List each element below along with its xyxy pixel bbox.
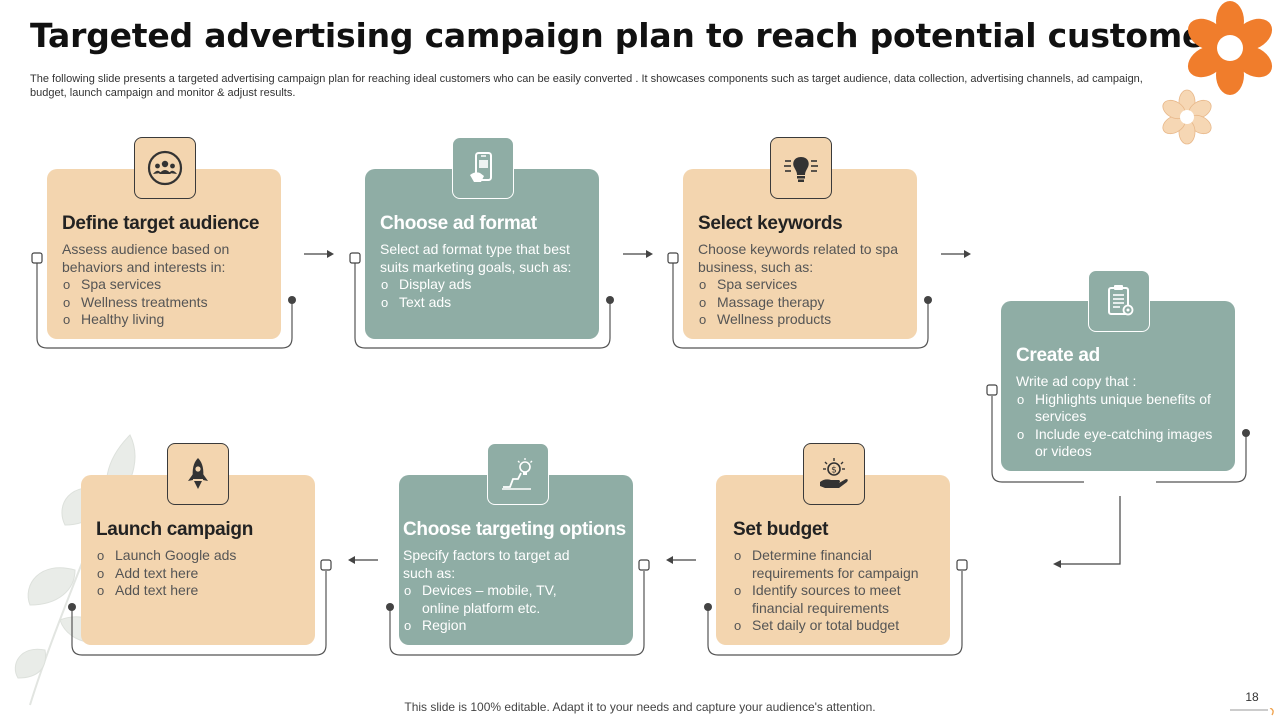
list-item: Determine financial requirements for cam… (733, 547, 935, 582)
arrow-elbow-icon (1053, 496, 1121, 568)
list-item: Massage therapy (698, 294, 902, 312)
list-item: Set daily or total budget (733, 617, 935, 635)
step-title: Create ad (1016, 345, 1100, 366)
step-icon-box (134, 137, 196, 199)
list-item: Add text here (96, 582, 300, 600)
growth-idea-icon (502, 458, 533, 490)
slide-subtitle: The following slide presents a targeted … (30, 73, 1143, 99)
step-icon-box: $ (803, 443, 865, 505)
arrow-left-icon (348, 556, 378, 564)
step-bullet-list: Devices – mobile, TV, online platform et… (403, 582, 593, 635)
step-bullet-list: Spa services Massage therapy Wellness pr… (698, 276, 902, 329)
slide-footer: This slide is 100% editable. Adapt it to… (404, 700, 876, 714)
step-title: Define target audience (62, 213, 260, 234)
list-item: Include eye-catching images or videos (1016, 426, 1220, 461)
list-item: Devices – mobile, TV, online platform et… (403, 582, 593, 617)
slide-title: Targeted advertising campaign plan to re… (30, 16, 1240, 55)
step-bullet-list: Launch Google ads Add text here Add text… (96, 547, 300, 600)
light-flower-icon (1162, 89, 1212, 145)
mobile-ad-icon (470, 152, 492, 182)
page-number: 18 (1245, 690, 1259, 704)
list-item: Region (403, 617, 593, 635)
list-item: Spa services (62, 276, 266, 294)
step-title: Choose targeting options (403, 519, 626, 540)
list-item: Display ads (380, 276, 584, 294)
bracket-frame (704, 559, 968, 656)
step-icon-box (770, 137, 832, 199)
arrow-left-icon (666, 556, 696, 564)
step-title: Select keywords (698, 213, 843, 234)
list-item: Healthy living (62, 311, 266, 329)
step-card-launch-campaign: Launch campaign Launch Google ads Add te… (81, 475, 315, 645)
list-item: Identify sources to meet financial requi… (733, 582, 935, 617)
bracket-frame (986, 384, 1250, 483)
step-description: Select ad format type that best suits ma… (380, 241, 572, 275)
step-title: Set budget (733, 519, 829, 540)
step-bullet-list: Determine financial requirements for cam… (733, 547, 935, 635)
bracket-frame (667, 252, 932, 349)
lightbulb-icon (784, 157, 818, 182)
step-icon-box (452, 137, 514, 199)
step-card-define-target-audience: Define target audience Assess audience b… (47, 169, 281, 339)
list-item: Highlights unique benefits of services (1016, 391, 1220, 426)
clipboard-icon (1108, 285, 1134, 316)
arrow-right-icon (304, 250, 334, 258)
bracket-frame (31, 252, 296, 349)
page-number-underline (1230, 708, 1274, 716)
svg-text:$: $ (831, 466, 837, 476)
bracket-frame (349, 252, 614, 349)
list-item: Spa services (698, 276, 902, 294)
orange-flower-icon (1187, 1, 1273, 95)
step-description: Assess audience based on behaviors and i… (62, 241, 230, 275)
step-description: Choose keywords related to spa business,… (698, 241, 898, 275)
step-bullet-list: Highlights unique benefits of services I… (1016, 391, 1220, 461)
step-title: Launch campaign (96, 519, 254, 540)
arrow-right-icon (941, 250, 971, 258)
step-title: Choose ad format (380, 213, 537, 234)
step-icon-box (487, 443, 549, 505)
step-icon-box (167, 443, 229, 505)
step-icon-box (1088, 270, 1150, 332)
rocket-icon (188, 458, 208, 489)
list-item: Wellness products (698, 311, 902, 329)
list-item: Launch Google ads (96, 547, 300, 565)
step-bullet-list: Display ads Text ads (380, 276, 584, 311)
step-card-choose-ad-format: Choose ad format Select ad format type t… (365, 169, 599, 339)
bracket-frame (68, 559, 332, 656)
bracket-frame (386, 559, 650, 656)
list-item: Add text here (96, 565, 300, 583)
arrow-right-icon (623, 250, 653, 258)
step-description: Specify factors to target ad such as: (403, 547, 570, 581)
money-hand-icon: $ (820, 458, 848, 488)
step-description: Write ad copy that : (1016, 373, 1137, 389)
group-icon (147, 150, 183, 186)
list-item: Wellness treatments (62, 294, 266, 312)
list-item: Text ads (380, 294, 584, 312)
step-bullet-list: Spa services Wellness treatments Healthy… (62, 276, 266, 329)
